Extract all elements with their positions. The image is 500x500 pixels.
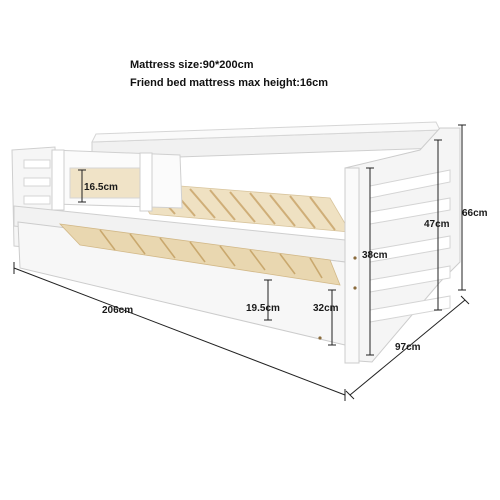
dim-label-rail-height: 16.5cm xyxy=(84,182,118,193)
slat-group xyxy=(149,185,336,231)
guard-rail-post-left xyxy=(51,149,65,211)
trundle-slat-lines xyxy=(99,229,323,279)
bed-back-top xyxy=(91,121,441,143)
left-end-bars xyxy=(23,159,51,205)
dimension-lines xyxy=(13,124,470,401)
screw-dot xyxy=(353,286,357,290)
friend-bed-height-text: Friend bed mattress max height:16cm xyxy=(130,77,329,89)
guard-rail-post-right xyxy=(139,152,153,212)
right-end-bars xyxy=(369,169,451,323)
mattress-size-text: Mattress size:90*200cm xyxy=(130,59,254,71)
right-front-post xyxy=(344,167,360,364)
dim-label-frame-height: 47cm xyxy=(424,219,450,230)
dim-label-total-length: 206cm xyxy=(102,305,134,316)
screw-dot xyxy=(318,336,322,340)
dim-label-total-height: 66cm xyxy=(462,208,488,219)
screw-dot xyxy=(353,256,357,260)
dim-label-trundle-height: 32cm xyxy=(313,303,339,314)
dim-label-inner-height: 38cm xyxy=(362,250,388,261)
dim-label-trundle-gap: 19.5cm xyxy=(246,303,280,314)
dim-label-total-depth: 97cm xyxy=(395,342,421,353)
